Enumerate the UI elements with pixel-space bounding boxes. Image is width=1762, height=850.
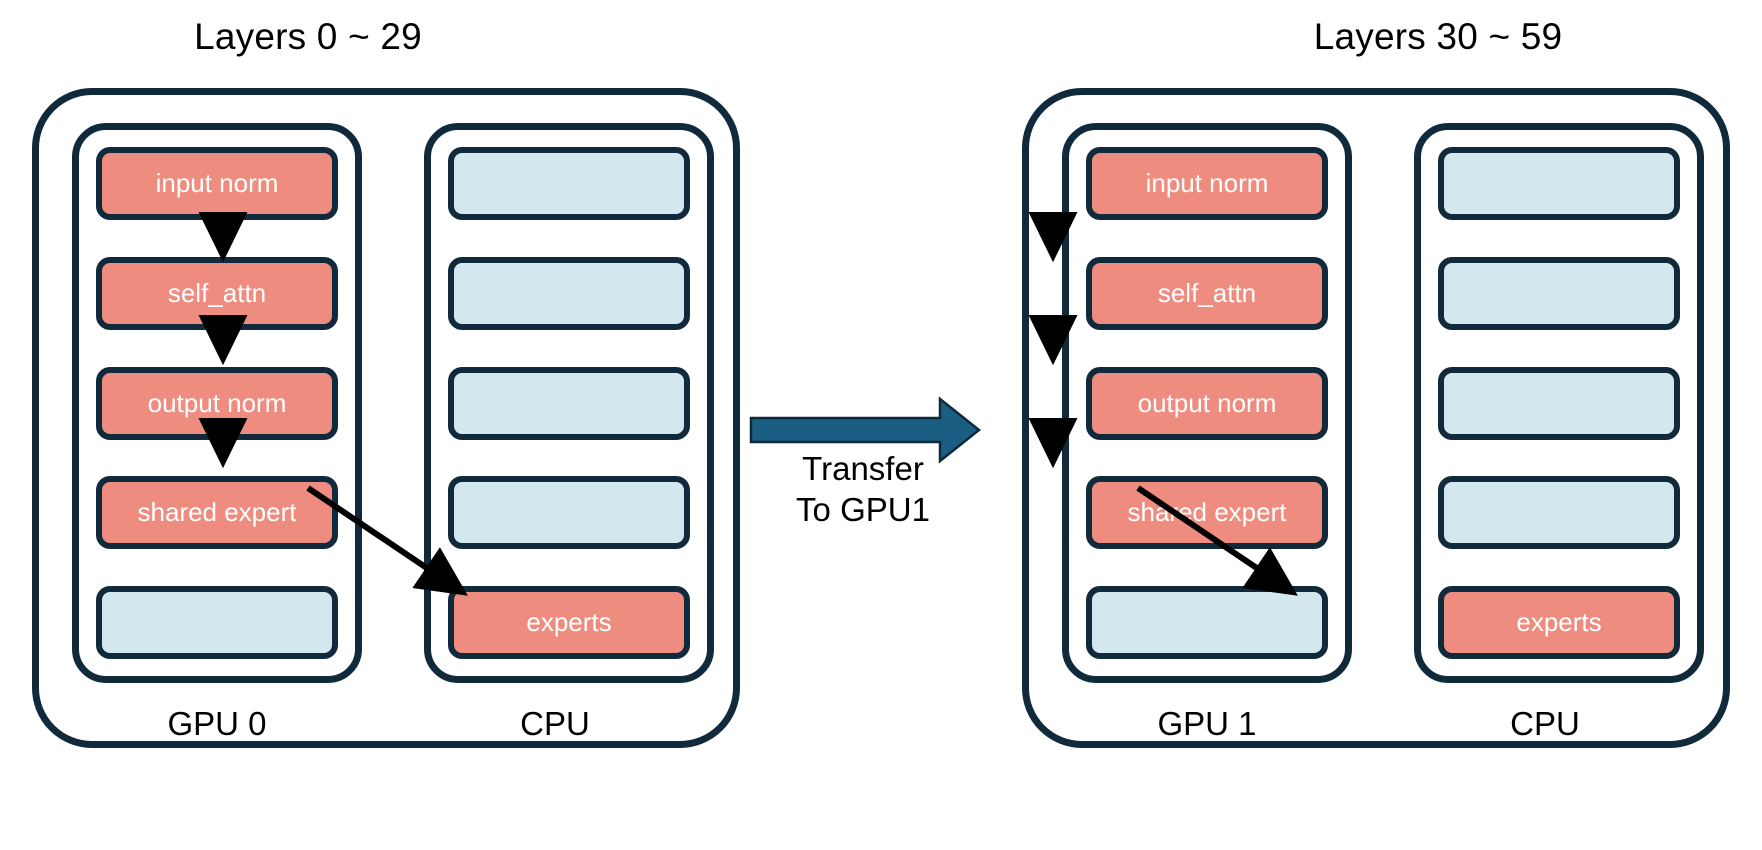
gpu-column-right: input norm self_attn output norm shared … bbox=[1062, 123, 1352, 683]
device-label-gpu-right: GPU 1 bbox=[1157, 705, 1257, 742]
cpu-slot-experts-left[interactable]: experts bbox=[448, 586, 690, 659]
device-columns-right: input norm self_attn output norm shared … bbox=[1029, 95, 1737, 755]
gpu-slot-self-attn-right[interactable]: self_attn bbox=[1086, 256, 1328, 330]
cpu-slot-2-left[interactable] bbox=[448, 256, 690, 330]
cpu-slot-2-right[interactable] bbox=[1438, 256, 1680, 330]
cpu-column-right: experts bbox=[1414, 123, 1704, 683]
cpu-slot-1-right[interactable] bbox=[1438, 147, 1680, 220]
device-shell-right: input norm self_attn output norm shared … bbox=[1022, 88, 1730, 748]
gpu-slot-input-norm-left[interactable]: input norm bbox=[96, 147, 338, 220]
gpu-slot-output-norm-left[interactable]: output norm bbox=[96, 366, 338, 440]
gpu-slot-shared-expert-right[interactable]: shared expert bbox=[1086, 476, 1328, 550]
gpu-column-left: input norm self_attn output norm shared … bbox=[72, 123, 362, 683]
cpu-column-left: experts bbox=[424, 123, 714, 683]
gpu-slot-empty-left[interactable] bbox=[96, 586, 338, 659]
cpu-slot-1-left[interactable] bbox=[448, 147, 690, 220]
transfer-arrow-label: Transfer To GPU1 bbox=[748, 448, 978, 530]
gpu-slot-self-attn-left[interactable]: self_attn bbox=[96, 256, 338, 330]
device-columns-left: input norm self_attn output norm shared … bbox=[39, 95, 747, 755]
device-label-cpu-left: CPU bbox=[520, 705, 590, 742]
gpu-slot-output-norm-right[interactable]: output norm bbox=[1086, 366, 1328, 440]
transfer-label-line1: Transfer bbox=[802, 450, 924, 487]
gpu-slot-shared-expert-left[interactable]: shared expert bbox=[96, 476, 338, 550]
gpu-slot-input-norm-right[interactable]: input norm bbox=[1086, 147, 1328, 220]
cpu-slot-4-right[interactable] bbox=[1438, 476, 1680, 550]
device-shell-left: input norm self_attn output norm shared … bbox=[32, 88, 740, 748]
cpu-slot-3-right[interactable] bbox=[1438, 366, 1680, 440]
panel-group-right: Layers 30 ~ 59 input norm self_attn outp… bbox=[1022, 16, 1730, 803]
device-label-cpu-right: CPU bbox=[1510, 705, 1580, 742]
cpu-slot-4-left[interactable] bbox=[448, 476, 690, 550]
cpu-slot-3-left[interactable] bbox=[448, 366, 690, 440]
panel-title-left: Layers 0 ~ 29 bbox=[194, 16, 422, 57]
transfer-label-line2: To GPU1 bbox=[796, 491, 930, 528]
panel-group-left: Layers 0 ~ 29 input norm self_attn outpu… bbox=[32, 16, 740, 803]
gpu-slot-empty-right[interactable] bbox=[1086, 586, 1328, 659]
cpu-slot-experts-right[interactable]: experts bbox=[1438, 586, 1680, 659]
device-label-gpu-left: GPU 0 bbox=[167, 705, 267, 742]
panel-title-right: Layers 30 ~ 59 bbox=[1313, 16, 1563, 57]
